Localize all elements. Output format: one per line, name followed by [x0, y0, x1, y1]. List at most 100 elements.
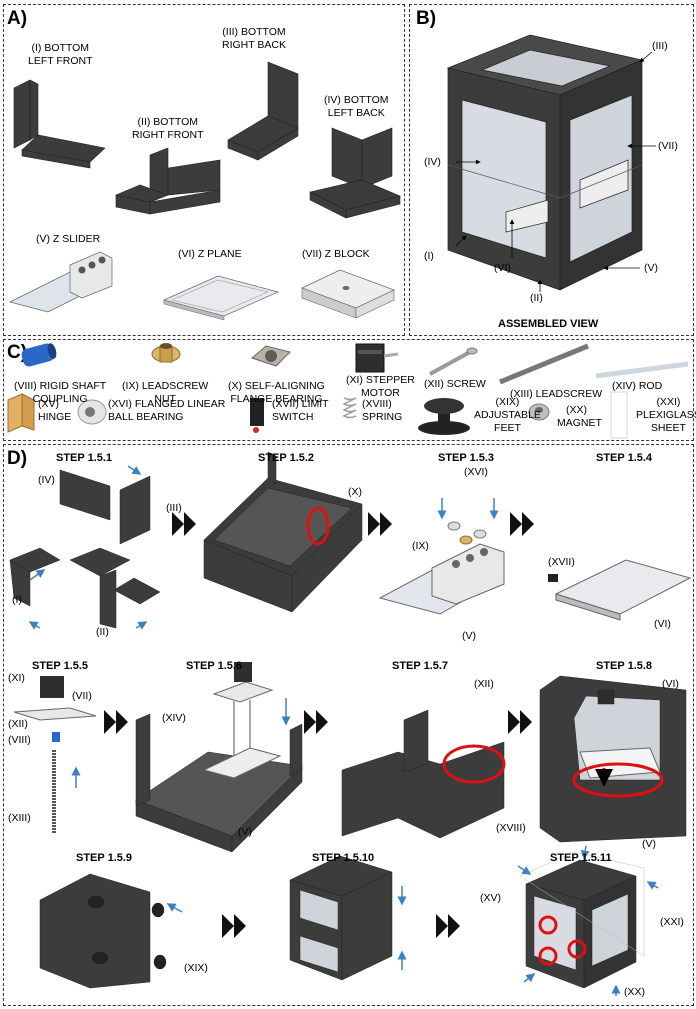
s5-vii: (VII) [72, 690, 92, 702]
step-title-10: STEP 1.5.10 [312, 852, 375, 864]
step11-highlights [538, 915, 587, 966]
spring-icon [342, 397, 357, 419]
cube-label-i: (I) [424, 250, 434, 262]
part-z-plane [162, 275, 280, 321]
panel-d [3, 444, 694, 1006]
s8-vi: (VI) [662, 678, 679, 690]
step-title-7: STEP 1.5.7 [392, 660, 449, 672]
label-rod: (XIV) ROD [612, 380, 663, 392]
label-magnet: MAGNET [557, 417, 602, 429]
s9-xix: (XIX) [184, 962, 208, 974]
step7-highlight [442, 744, 506, 784]
leadscrew-nut-icon [151, 343, 181, 363]
step5-motor-block [13, 676, 97, 834]
s11-xx: (XX) [624, 986, 645, 998]
cube-label-vi: (VI) [494, 262, 511, 274]
coupling-icon [21, 343, 57, 367]
panel-d-label: D) [7, 448, 28, 469]
step9-side [39, 873, 167, 989]
part-z-block [301, 269, 395, 319]
cube-label-v: (V) [644, 262, 658, 274]
assembled-cube [446, 34, 644, 291]
step4-plate [548, 559, 692, 621]
s3-ix: (IX) [412, 540, 429, 552]
s3-v: (V) [462, 630, 476, 642]
s3-xvi: (XVI) [464, 466, 488, 478]
label-hinge: (XV)HINGE [38, 398, 72, 423]
step6-zassembly [202, 662, 291, 779]
s5-xii: (XII) [8, 718, 28, 730]
step11-arrows [517, 845, 659, 996]
step-title-5: STEP 1.5.5 [32, 660, 89, 672]
step-title-2: STEP 1.5.2 [258, 452, 315, 464]
part-bottom-right-back [227, 61, 299, 161]
step-title-8: STEP 1.5.8 [596, 660, 653, 672]
adjustable-feet-icon [418, 398, 470, 435]
cube-label-iv: (IV) [424, 156, 441, 168]
s5-viii: (VIII) [8, 734, 31, 746]
panel-c [3, 339, 694, 441]
step-chevrons [104, 512, 534, 938]
s8-xviii: (XVIII) [496, 822, 526, 834]
step3-assembly [378, 521, 505, 615]
s4-vi: (VI) [654, 618, 671, 630]
s5-xi: (XI) [8, 672, 25, 684]
label-z-plane: (VI) Z PLANE [178, 248, 242, 260]
step11-cube [519, 851, 645, 989]
part-z-slider [9, 251, 113, 313]
step1-parts [9, 469, 161, 629]
s5-xiii: (XIII) [8, 812, 31, 824]
step2-highlight [306, 506, 330, 546]
flange-bearing-icon [251, 345, 291, 367]
s6-xiv: (XIV) [162, 712, 186, 724]
leadscrew-icon [499, 343, 589, 385]
rod-icon [595, 361, 689, 379]
panel-a [3, 4, 405, 336]
stepper-motor-icon [355, 343, 399, 373]
step3-arrows [437, 498, 499, 520]
step8-highlight [572, 762, 664, 798]
s1-iv: (IV) [38, 474, 55, 486]
step-title-9: STEP 1.5.9 [76, 852, 133, 864]
step-title-6: STEP 1.5.6 [186, 660, 243, 672]
panel-c-label: C) [7, 342, 28, 363]
cube-label-ii: (II) [530, 292, 543, 304]
linear-bearing-icon [77, 399, 107, 425]
step2-enclosure [203, 451, 363, 613]
s2-x: (X) [348, 486, 362, 498]
s1-ii: (II) [96, 626, 109, 638]
s1-iii: (III) [166, 502, 182, 514]
step7-enclosure [341, 709, 505, 839]
s4-xvii: (XVII) [548, 556, 575, 568]
step-title-11: STEP 1.5.11 [550, 852, 612, 864]
label-screw: (XII) SCREW [424, 378, 486, 390]
s11-xv: (XV) [480, 892, 501, 904]
panel-b-label: B) [416, 8, 437, 29]
assembled-view-caption: ASSEMBLED VIEW [498, 318, 599, 330]
s7-xii: (XII) [474, 678, 494, 690]
cube-label-vii: (VII) [658, 140, 678, 152]
step-title-3: STEP 1.5.3 [438, 452, 495, 464]
step1-arrows [28, 465, 148, 630]
label-spring: (XVIII)SPRING [362, 398, 403, 423]
s1-i: (I) [12, 594, 22, 606]
step10-cube [289, 855, 393, 981]
cube-label-iii: (III) [652, 40, 668, 52]
magnet-icon [528, 403, 550, 421]
limit-switch-icon [250, 398, 264, 433]
s8-v: (V) [642, 838, 656, 850]
label-z-block: (VII) Z BLOCK [302, 248, 370, 260]
panel-b [409, 4, 694, 336]
